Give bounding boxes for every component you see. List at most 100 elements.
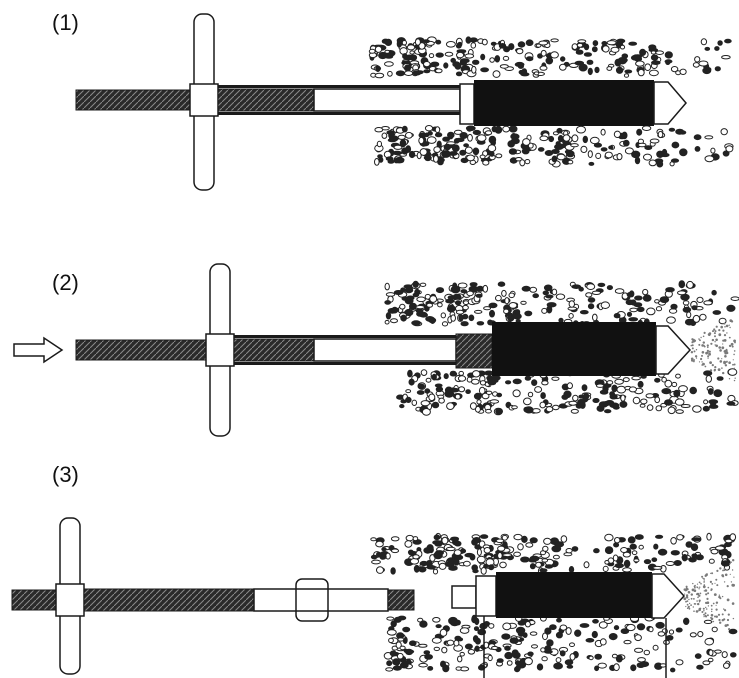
spray-particle bbox=[699, 587, 700, 588]
gravel-stone bbox=[711, 148, 715, 153]
gravel-stone bbox=[685, 319, 693, 325]
gravel-stone bbox=[570, 643, 575, 647]
spray-particle bbox=[700, 337, 701, 338]
spray-particle bbox=[718, 614, 720, 616]
gravel-stone bbox=[570, 654, 575, 661]
gravel-stone bbox=[665, 380, 672, 387]
spray-particle bbox=[708, 587, 710, 589]
gravel-stone bbox=[427, 303, 433, 307]
spray-particle bbox=[728, 614, 730, 616]
gravel-stone bbox=[644, 650, 649, 655]
spray-particle bbox=[699, 361, 700, 362]
gravel-stone bbox=[628, 537, 635, 543]
gravel-stone bbox=[587, 284, 595, 290]
gravel-stone bbox=[484, 307, 491, 310]
spray-particle bbox=[709, 361, 712, 364]
spray-particle bbox=[726, 624, 728, 626]
gravel-stone bbox=[540, 402, 546, 408]
spray-particle bbox=[705, 366, 707, 368]
gravel-stone bbox=[401, 288, 405, 292]
gravel-stone bbox=[424, 62, 431, 67]
gravel-stone bbox=[582, 385, 587, 391]
gravel-stone bbox=[598, 663, 606, 668]
spray-particle bbox=[692, 589, 695, 592]
gravel-stone bbox=[471, 43, 476, 48]
gravel-stone bbox=[410, 303, 417, 309]
spray-particle bbox=[687, 600, 689, 602]
gravel-stone bbox=[532, 380, 537, 386]
gravel-stone bbox=[417, 297, 426, 302]
gravel-stone bbox=[615, 379, 624, 384]
gravel-stone bbox=[668, 407, 675, 414]
gravel-stone bbox=[376, 66, 380, 72]
gravel-stone bbox=[456, 44, 461, 48]
gravel-stone bbox=[714, 390, 722, 397]
gravel-stone bbox=[436, 53, 443, 57]
spray-particle bbox=[705, 612, 707, 614]
gravel-stone bbox=[560, 64, 567, 70]
gravel-stone bbox=[424, 70, 430, 73]
spray-particle bbox=[696, 349, 697, 350]
spray-particle bbox=[697, 584, 698, 585]
gravel-stone bbox=[635, 157, 639, 164]
gravel-stone bbox=[391, 549, 398, 553]
gravel-stone bbox=[677, 535, 684, 540]
gravel-stone bbox=[651, 51, 655, 54]
spray-particle bbox=[713, 603, 715, 605]
spray-particle bbox=[734, 350, 736, 352]
gravel-stone bbox=[560, 651, 565, 656]
gravel-stone bbox=[607, 41, 616, 45]
gravel-stone bbox=[615, 564, 623, 568]
gravel-stone bbox=[504, 309, 509, 313]
gravel-stone bbox=[514, 552, 521, 556]
gravel-stone bbox=[513, 379, 521, 384]
spray-particle bbox=[724, 350, 726, 352]
gravel-stone bbox=[552, 377, 559, 380]
gravel-stone bbox=[627, 312, 631, 316]
spray-particle bbox=[716, 602, 718, 604]
spray-particle bbox=[701, 344, 704, 347]
gravel-stone bbox=[490, 58, 495, 63]
gravel-stone bbox=[657, 151, 664, 157]
spray-particle bbox=[719, 622, 721, 624]
gravel-stone bbox=[382, 133, 387, 138]
gravel-stone bbox=[543, 291, 548, 295]
gravel-stone bbox=[536, 562, 542, 567]
spray-particle bbox=[730, 561, 732, 563]
gravel-stone bbox=[488, 381, 493, 385]
spray-particle bbox=[714, 593, 717, 596]
gravel-stone bbox=[489, 565, 494, 570]
gravel-stone bbox=[400, 304, 405, 309]
gravel-stone bbox=[449, 134, 453, 139]
gravel-stone bbox=[651, 55, 657, 60]
gravel-stone bbox=[406, 390, 411, 393]
gravel-stone bbox=[428, 132, 432, 136]
gravel-stone bbox=[451, 537, 459, 541]
gravel-stone bbox=[473, 130, 480, 134]
gravel-stone bbox=[583, 394, 588, 399]
gravel-stone bbox=[724, 663, 730, 668]
spray-particle bbox=[733, 340, 736, 343]
spray-particle bbox=[727, 619, 729, 621]
gravel-stone bbox=[397, 653, 403, 659]
gravel-stone bbox=[388, 139, 396, 142]
spray-particle bbox=[710, 573, 711, 574]
gravel-stone bbox=[708, 389, 713, 395]
gravel-stone bbox=[377, 567, 384, 574]
gravel-stone bbox=[729, 629, 737, 634]
gravel-stone bbox=[413, 555, 419, 559]
gravel-stone bbox=[512, 406, 518, 409]
gravel-stone bbox=[413, 71, 421, 75]
gravel-stone bbox=[593, 314, 598, 321]
gravel-stone bbox=[692, 538, 701, 541]
gravel-stone bbox=[589, 162, 594, 165]
gravel-stone bbox=[454, 550, 461, 556]
gravel-stone bbox=[393, 659, 400, 665]
step-2-figure bbox=[14, 264, 739, 436]
gravel-stone bbox=[468, 650, 474, 655]
gravel-stone bbox=[502, 290, 507, 296]
gravel-stone bbox=[412, 321, 421, 325]
gravel-stone bbox=[573, 395, 578, 401]
spray-particle bbox=[714, 332, 716, 334]
